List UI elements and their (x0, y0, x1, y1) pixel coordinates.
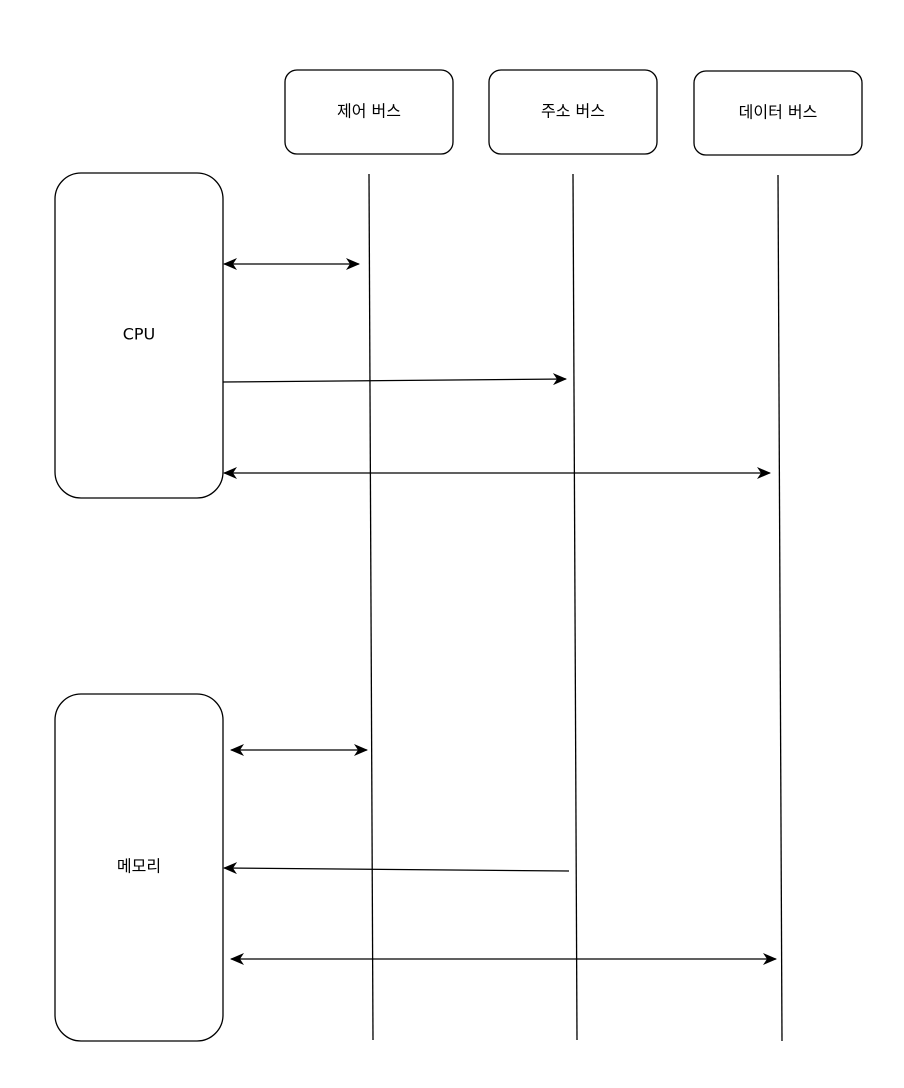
address-bus-node[interactable]: 주소 버스 (488, 69, 658, 155)
control-bus-label: 제어 버스 (337, 102, 401, 121)
data-bus-node[interactable]: 데이터 버스 (693, 70, 863, 156)
data-bus-line (777, 174, 783, 1042)
control-bus-line (368, 173, 374, 1041)
memory-label: 메모리 (117, 857, 161, 876)
address-bus-label: 주소 버스 (541, 102, 605, 121)
cpu-label: CPU (123, 325, 156, 344)
cpu-address-arrow (222, 373, 567, 386)
memory-address-arrow (223, 862, 570, 875)
control-bus-node[interactable]: 제어 버스 (284, 69, 454, 155)
data-bus-label: 데이터 버스 (739, 103, 818, 122)
memory-node[interactable]: 메모리 (54, 693, 224, 1042)
cpu-node[interactable]: CPU (54, 172, 224, 499)
address-bus-line (572, 173, 578, 1041)
